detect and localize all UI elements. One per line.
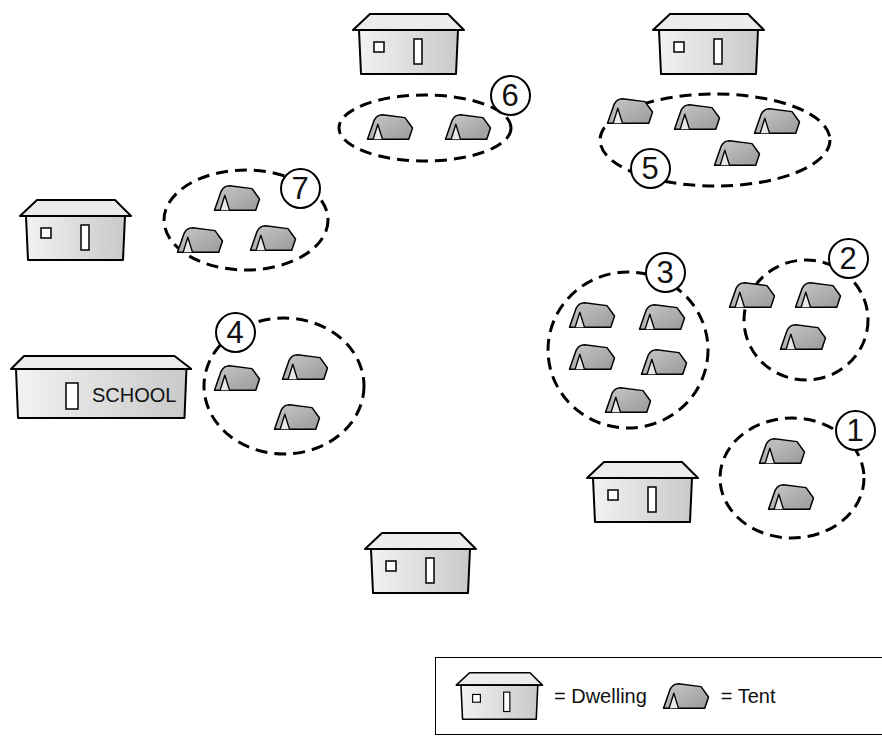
legend-entry: = Tent [661, 681, 776, 711]
callout-number: 3 [645, 252, 686, 293]
cluster-number: 2 [839, 243, 856, 274]
callout-number: 7 [280, 168, 321, 209]
tent [178, 99, 841, 509]
cluster-number: 1 [846, 415, 863, 446]
legend-icon [661, 681, 711, 711]
callout-number: 1 [835, 410, 876, 451]
cluster-outline [164, 94, 868, 538]
cluster-number: 6 [501, 80, 518, 111]
cluster-number: 3 [656, 257, 673, 288]
cluster-number: 5 [641, 153, 658, 184]
callout-number: 2 [828, 238, 869, 279]
cluster-number: 4 [226, 317, 243, 348]
callout-number: 6 [490, 75, 531, 116]
legend-text: = Tent [721, 685, 776, 708]
callout-number: 5 [630, 148, 671, 189]
building-label: SCHOOL [92, 385, 176, 405]
school-building: SCHOOL [10, 355, 192, 420]
legend-text: = Dwelling [554, 685, 647, 708]
legend-box: = Dwelling = Tent [435, 657, 882, 735]
cluster-number: 7 [291, 173, 308, 204]
legend-entry: = Dwelling [454, 670, 647, 722]
callout-number: 4 [215, 312, 256, 353]
legend-icon [454, 670, 544, 722]
